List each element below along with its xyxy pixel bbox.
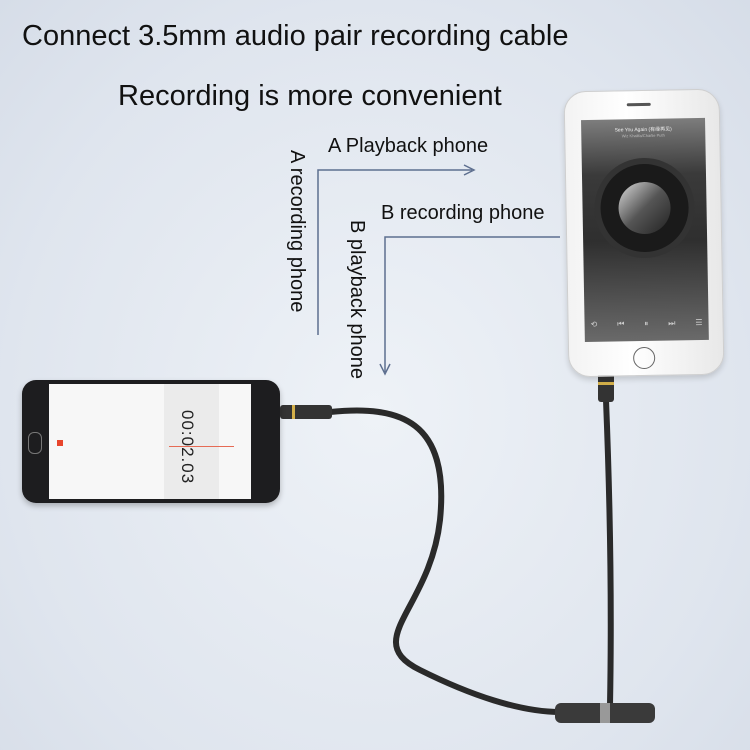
playback-phone: See You Again (有缘再见) Wiz Khalifa/Charlie… [563,88,725,378]
label-b-recording: B recording phone [381,202,545,224]
playlist-icon[interactable]: ☰ [695,317,703,328]
speaker [626,102,651,107]
home-button [28,432,42,454]
recording-phone: 00:02.03 [22,380,280,503]
artist-name: Wiz Khalifa/Charlie Puth [621,132,665,139]
recorder-screen: 00:02.03 [49,384,251,499]
playhead-line [169,446,234,447]
subheadline: Recording is more convenient [118,80,502,112]
previous-icon[interactable]: ⏮ [617,319,625,329]
arrow-b [379,236,560,376]
recording-timer: 00:02.03 [178,410,197,485]
home-button [632,346,656,370]
album-disc [599,163,690,253]
album-art [618,181,672,235]
repeat-icon[interactable]: ⟲ [590,319,598,329]
headline: Connect 3.5mm audio pair recording cable [22,20,569,52]
pause-icon[interactable]: ⏸ [644,318,649,329]
arrow-a [317,164,476,335]
record-stop-icon[interactable] [57,440,63,446]
next-icon[interactable]: ⏭ [668,318,676,328]
cable [280,372,655,723]
plug-left [280,405,332,419]
label-a-playback: A Playback phone [328,135,489,157]
music-player-screen: See You Again (有缘再见) Wiz Khalifa/Charlie… [581,117,709,343]
plug-right [598,372,614,402]
